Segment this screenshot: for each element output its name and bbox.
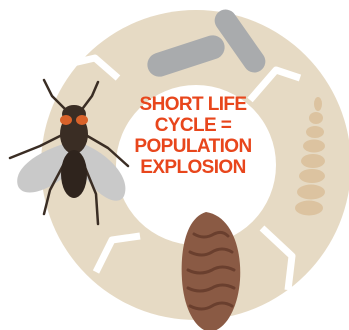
center-caption: SHORT LIFE CYCLE = POPULATION EXPLOSION — [118, 94, 268, 178]
caption-line-4: EXPLOSION — [118, 157, 268, 178]
caption-line-3: POPULATION — [118, 136, 268, 157]
caption-line-2: CYCLE = — [118, 115, 268, 136]
caption-line-1: SHORT LIFE — [118, 94, 268, 115]
